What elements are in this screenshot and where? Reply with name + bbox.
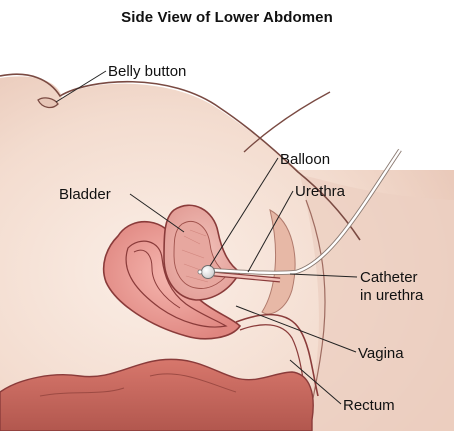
figure-title: Side View of Lower Abdomen — [0, 9, 454, 26]
label-urethra: Urethra — [295, 183, 345, 201]
label-catheter-line2: in urethra — [360, 287, 423, 305]
label-vagina: Vagina — [358, 345, 404, 363]
label-catheter-line1: Catheter — [360, 269, 418, 287]
catheter-tip — [198, 270, 202, 274]
label-bladder: Bladder — [59, 186, 111, 204]
label-rectum: Rectum — [343, 397, 395, 415]
label-belly-button: Belly button — [108, 63, 186, 81]
catheter-balloon — [202, 266, 215, 279]
label-balloon: Balloon — [280, 151, 330, 169]
